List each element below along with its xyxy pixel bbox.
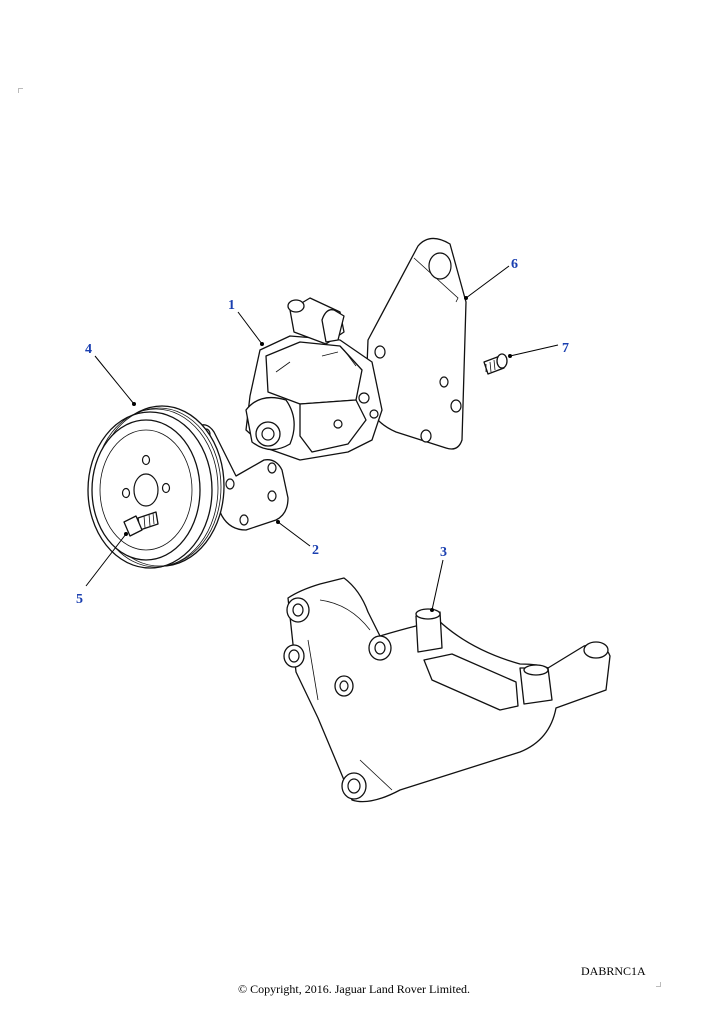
part-5-pulley-bolt [123,511,159,537]
callout-6-label: 6 [511,257,518,272]
crop-mark-top-left [18,88,23,93]
callout-7-label: 7 [562,341,569,356]
callout-6-group: 6 [464,257,518,300]
copyright-text: © Copyright, 2016. Jaguar Land Rover Lim… [237,982,471,996]
callout-3-label: 3 [440,545,447,560]
callout-1-label: 1 [228,298,235,313]
callout-7-group: 7 [508,341,569,358]
callout-5-group: 5 [76,532,128,607]
part-7-bolt [483,353,508,375]
callout-3-group: 3 [430,545,447,612]
part-1-steering-pump [245,297,383,461]
callout-5-label: 5 [76,592,83,607]
callout-4-group: 4 [85,342,136,406]
illustration-code: DABRNC1A [581,964,646,978]
callout-2-group: 2 [276,520,319,558]
part-6-bracket [365,237,467,450]
crop-mark-bottom-right [656,982,661,987]
part-4-pulley [87,405,225,569]
callout-2-label: 2 [312,543,319,558]
copyright-notice: © Copyright, 2016. Jaguar Land Rover Lim… [0,982,724,997]
callout-4-label: 4 [85,342,92,357]
callout-1-group: 1 [228,298,264,346]
part-3-mounting-casting [283,577,611,803]
